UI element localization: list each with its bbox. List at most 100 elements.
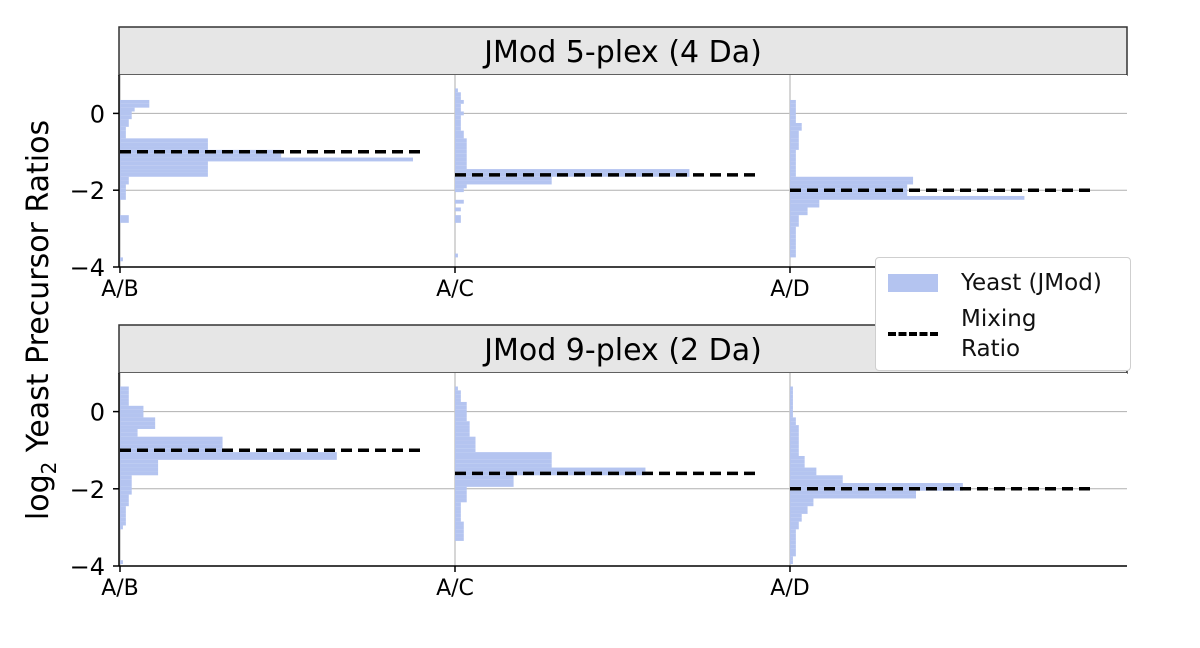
x-tick-label: A/C (436, 277, 474, 302)
histogram-bar (120, 502, 129, 507)
histogram-bar (120, 455, 337, 460)
legend-swatch-dashed-line (888, 332, 938, 336)
histogram-bar (455, 219, 461, 223)
histogram-bar (790, 440, 799, 445)
histogram-bar (790, 199, 820, 204)
histogram-bar (455, 517, 461, 522)
histogram-bar (120, 386, 129, 391)
histogram-bar (120, 479, 132, 484)
histogram-bar (790, 475, 843, 480)
histogram-bar (790, 115, 796, 120)
histogram-bar (790, 192, 908, 196)
histogram-bar (120, 169, 208, 173)
histogram-bar (455, 107, 461, 112)
histogram-bar (790, 432, 799, 437)
histogram-bar (455, 459, 552, 464)
histogram-bar (790, 222, 799, 227)
histogram-bar (455, 103, 461, 108)
histogram-bar (790, 544, 796, 549)
histogram-bar (455, 153, 467, 158)
histogram-bar (455, 149, 467, 154)
histogram-bar (455, 405, 467, 410)
histogram-bar (790, 533, 796, 538)
group-a-d: A/D (770, 373, 1093, 601)
histogram-bar (120, 517, 126, 522)
y-tick-label: −4 (70, 553, 105, 581)
histogram-bar (455, 440, 476, 445)
histogram-bar (455, 390, 461, 395)
histogram-bar (790, 245, 796, 250)
x-tick-label: A/D (770, 277, 809, 302)
histogram-bar (120, 157, 413, 162)
histogram-bar (790, 425, 799, 429)
histogram-bar (790, 556, 793, 561)
histogram-bar (790, 448, 799, 453)
histogram-bar (455, 172, 690, 177)
histogram-bar (120, 134, 126, 139)
histogram-bar (455, 176, 552, 181)
histogram-bar (790, 99, 796, 104)
histogram-bar (790, 483, 963, 487)
histogram-bar (790, 142, 799, 147)
histogram-bar (455, 525, 464, 530)
histogram-bar (455, 253, 458, 258)
histogram-bar (455, 215, 461, 219)
histogram-bar (790, 506, 808, 511)
histogram-bar (120, 99, 150, 104)
legend-swatch-histogram (888, 274, 938, 292)
histogram-bar (790, 165, 796, 170)
histogram-bar (120, 138, 208, 143)
histogram-bar (120, 444, 223, 449)
histogram-bar (790, 161, 796, 166)
histogram-bar (790, 169, 796, 173)
histogram-bar (120, 506, 126, 511)
histogram-bar (790, 398, 793, 402)
histogram-bar (455, 138, 467, 143)
panel-title: JMod 9-plex (2 Da) (482, 333, 762, 368)
legend: Yeast (JMod) Mixing Ratio (875, 257, 1131, 371)
histogram-bar (120, 192, 126, 196)
histogram-bar (120, 436, 223, 441)
histogram-bar (790, 107, 796, 112)
histogram-bar (790, 540, 796, 545)
histogram-bar (120, 510, 126, 514)
histogram-bar (790, 452, 799, 456)
histogram-bar (455, 111, 464, 116)
histogram-bar (120, 428, 138, 433)
histogram-bar (790, 203, 820, 208)
histogram-bar (120, 142, 208, 147)
histogram-bar (455, 130, 464, 135)
histogram-bar (790, 103, 796, 108)
histogram-bar (455, 123, 461, 127)
histogram-bar (120, 401, 129, 406)
histogram-bar (790, 195, 1025, 200)
histogram-bar (120, 486, 132, 491)
histogram-bar (455, 146, 467, 150)
histogram-bar (790, 537, 796, 541)
histogram-bar (120, 195, 126, 200)
histogram-bar (790, 219, 799, 223)
histogram-bar (455, 99, 464, 104)
histogram-bar (120, 525, 123, 530)
histogram-bar (455, 529, 464, 534)
histogram-bar (455, 428, 470, 433)
histogram-bar (120, 390, 129, 395)
histogram-bar (120, 475, 132, 480)
histogram-bar (790, 455, 805, 460)
histogram-bar (120, 184, 126, 189)
histogram-bar (790, 436, 799, 441)
histogram-bar (790, 467, 817, 472)
histogram-bar (790, 421, 796, 426)
histogram-bar (455, 169, 690, 173)
histogram-bar (790, 444, 799, 449)
histogram-bar (455, 533, 464, 538)
histogram-bar (455, 157, 467, 162)
histogram-bar (120, 146, 208, 150)
histogram-bar (455, 494, 467, 499)
histogram-bar (455, 417, 467, 422)
histogram-bar (455, 479, 514, 484)
histogram-bar (455, 452, 552, 456)
histogram-bar (790, 529, 796, 534)
